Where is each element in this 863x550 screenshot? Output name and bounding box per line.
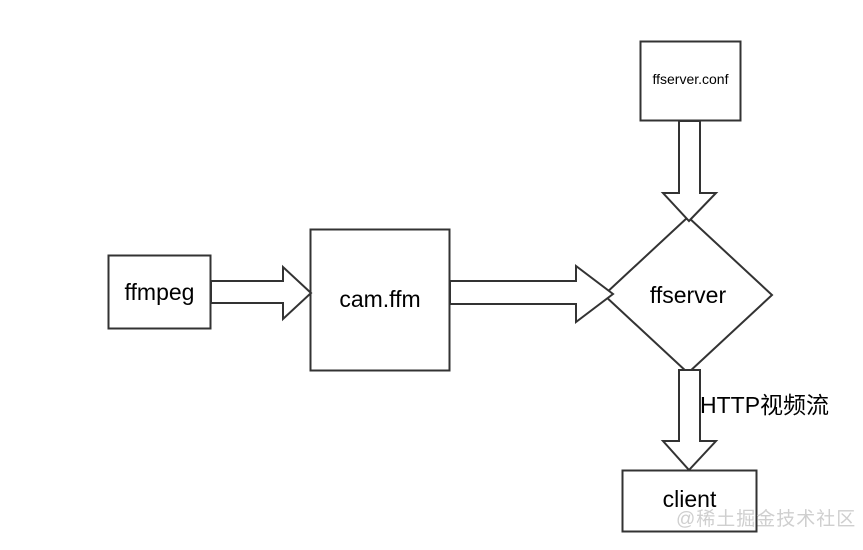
node-shape-ffmpeg (107, 254, 212, 330)
node-label-ffmpeg: ffmpeg (124, 279, 195, 305)
node-label-ffserver-conf: ffserver.conf (652, 71, 729, 87)
node-shape-client (621, 469, 758, 533)
node-label-client: client (662, 486, 717, 512)
edge-label-http-video-stream: HTTP视频流 (700, 392, 830, 418)
edge-arrow-ffmpeg-to-cam-ffm (210, 264, 313, 322)
node-label-ffserver: ffserver (649, 282, 727, 308)
watermark: @稀土掘金技术社区 (676, 509, 857, 530)
edge-arrow-ffserver-conf-to-ffserver (660, 120, 719, 223)
edge-arrow-ffserver-to-client (660, 369, 719, 472)
node-label-cam-ffm: cam.ffm (339, 286, 421, 312)
node-shape-cam-ffm (309, 228, 451, 372)
edge-arrow-cam-ffm-to-ffserver (449, 263, 615, 325)
